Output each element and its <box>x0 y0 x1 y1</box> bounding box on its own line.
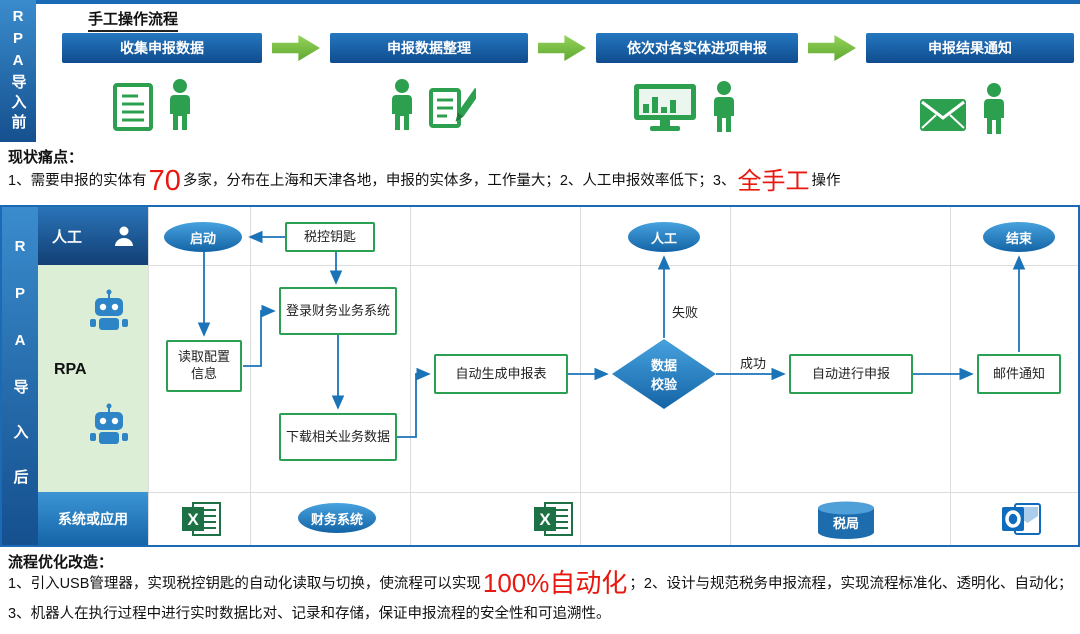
node-declare: 自动进行申报 <box>789 354 913 394</box>
icon-group-notify <box>918 82 1012 136</box>
column-divider <box>250 207 251 545</box>
pencil-pad-icon <box>429 87 476 128</box>
icon-group-collect <box>112 78 198 132</box>
person-icon <box>170 79 190 130</box>
outlook-icon <box>1000 501 1042 542</box>
column-divider <box>580 207 581 545</box>
robot-icon <box>90 403 128 444</box>
optimization-text: 1、引入USB管理器，实现税控钥匙的自动化读取与切换，使流程可以实现100%自动… <box>8 569 1074 629</box>
connector-download-generate <box>397 367 431 438</box>
excel-icon: X <box>532 501 574 542</box>
step-result-notify: 申报结果通知 <box>866 33 1074 63</box>
finance-system-node: 财务系统 <box>298 503 376 533</box>
top-border-bar <box>0 0 1080 4</box>
person-icon <box>714 81 734 132</box>
lane-divider <box>38 492 1078 493</box>
pain-seg3: 操作 <box>811 173 841 189</box>
excel-icon: X <box>180 501 222 542</box>
node-start: 启动 <box>164 222 242 252</box>
step-collect-data: 收集申报数据 <box>62 33 262 63</box>
lane-manual-label: 人工 <box>52 228 83 246</box>
label-fail: 失败 <box>672 305 699 320</box>
lane-system-label: 系统或应用 <box>58 510 128 527</box>
excel-icon-svg: X <box>182 502 221 536</box>
column-divider <box>950 207 951 545</box>
lane-divider <box>38 265 1078 266</box>
document-icon <box>113 83 153 131</box>
optimize-seg1: 1、引入USB管理器，实现税控钥匙的自动化读取与切换，使流程可以实现 <box>8 576 481 592</box>
optimize-seg2: ；2、设计与规范税务申报流程，实现流程标准化、透明化、自动化；3、机器人在执行过… <box>8 576 1073 622</box>
optimize-highlight-auto: 100%自动化 <box>482 568 628 598</box>
node-end: 结束 <box>983 222 1055 252</box>
arrow-right-icon <box>272 35 320 61</box>
lane-rpa-label: RPA <box>54 361 87 378</box>
after-rpa-sidebar-label: RPA导入后 <box>2 207 38 545</box>
person-icon <box>392 79 412 130</box>
mail-icon <box>920 99 966 131</box>
pain-seg2: 多家，分布在上海和天津各地，申报的实体多，工作量大；2、人工申报效率低下；3、 <box>182 173 736 189</box>
node-login: 登录财务业务系统 <box>279 287 397 335</box>
icon-group-declare <box>632 80 742 134</box>
flow-connectors <box>197 230 1026 438</box>
node-read-config: 读取配置信息 <box>166 340 242 392</box>
icon-group-organize <box>384 78 476 132</box>
monitor-icon <box>634 84 696 131</box>
node-validate-label: 数据校验 <box>650 358 677 392</box>
pain-highlight-manual: 全手工 <box>737 168 810 195</box>
excel-icon-svg: X <box>534 502 573 536</box>
pain-highlight-count: 70 <box>148 165 181 197</box>
step-organize-data: 申报数据整理 <box>330 33 528 63</box>
optimization-heading: 流程优化改造： <box>8 554 114 571</box>
person-icon <box>984 83 1004 134</box>
column-divider <box>410 207 411 545</box>
column-divider <box>730 207 731 545</box>
database-cylinder-icon <box>818 501 874 539</box>
pain-seg1: 1、需要申报的实体有 <box>8 173 147 189</box>
node-generate: 自动生成申报表 <box>434 354 568 394</box>
label-success: 成功 <box>740 356 767 371</box>
column-divider <box>148 207 149 545</box>
before-rpa-section: RPA导入前 手工操作流程 收集申报数据 申报数据整理 依次对各实体进项申报 申… <box>0 0 1080 142</box>
before-rpa-sidebar-label: RPA导入前 <box>0 0 36 142</box>
node-email: 邮件通知 <box>977 354 1061 394</box>
excel-letter: X <box>187 510 199 529</box>
outlook-icon-svg <box>1002 503 1041 535</box>
node-download: 下载相关业务数据 <box>279 413 397 461</box>
lane-system-header: 系统或应用 <box>38 492 148 545</box>
manual-process-title-wrap: 手工操作流程 <box>88 8 179 32</box>
after-rpa-panel: RPA导入后 人工 RPA <box>0 205 1080 547</box>
pain-points-heading: 现状痛点： <box>8 149 84 166</box>
arrow-right-icon <box>808 35 856 61</box>
step-declare-entities: 依次对各实体进项申报 <box>596 33 798 63</box>
connector-readconfig-login <box>243 304 276 367</box>
tax-bureau-label: 税局 <box>832 516 859 531</box>
node-tax-key: 税控钥匙 <box>285 222 375 252</box>
manual-process-title: 手工操作流程 <box>88 11 179 32</box>
node-manual: 人工 <box>628 222 700 252</box>
arrow-right-icon <box>538 35 586 61</box>
lane-manual-header: 人工 <box>38 207 148 265</box>
excel-letter: X <box>539 510 551 529</box>
tax-bureau-node: 税局 <box>815 499 877 541</box>
lane-rpa-header: RPA <box>38 265 148 492</box>
user-icon <box>115 226 133 246</box>
robot-icon <box>90 289 128 330</box>
